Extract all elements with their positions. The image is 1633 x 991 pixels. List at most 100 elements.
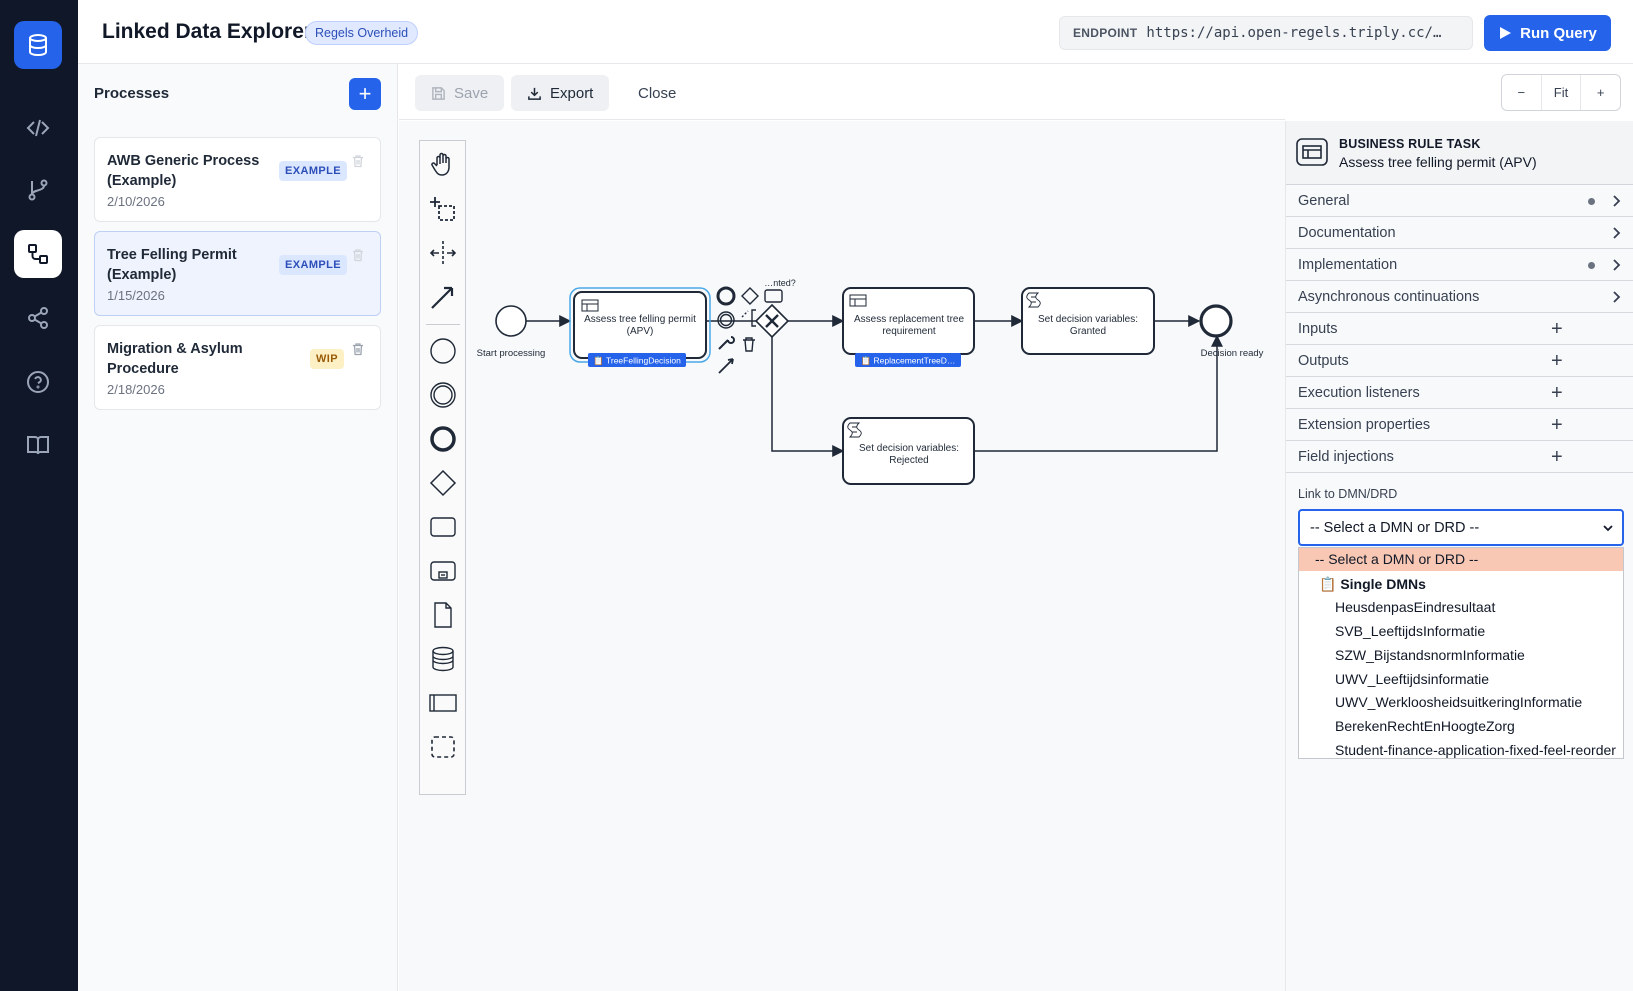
dmn-select[interactable]: -- Select a DMN or DRD -- bbox=[1298, 509, 1624, 546]
process-flow-icon[interactable] bbox=[14, 230, 62, 278]
bpmn-diagram[interactable]: Start processing Assess tree felling per… bbox=[399, 121, 1285, 991]
process-card[interactable]: Tree Felling Permit (Example) EXAMPLE 1/… bbox=[94, 231, 381, 316]
endpoint-url[interactable]: https://api.open-regels.triply.cc/… bbox=[1146, 25, 1442, 41]
data-object-tool-icon[interactable] bbox=[428, 600, 458, 630]
zoom-out-button[interactable]: − bbox=[1502, 75, 1542, 110]
processes-title: Processes bbox=[94, 85, 170, 102]
bpmn-canvas[interactable]: Start processing Assess tree felling per… bbox=[399, 121, 1285, 991]
connect-tool-icon[interactable] bbox=[428, 282, 458, 312]
pool-tool-icon[interactable] bbox=[428, 688, 458, 718]
hand-tool-icon[interactable] bbox=[428, 149, 458, 179]
delete-icon[interactable] bbox=[743, 337, 755, 352]
share-icon[interactable] bbox=[14, 294, 62, 342]
append-end-event-icon[interactable] bbox=[716, 286, 736, 306]
group-tool-icon[interactable] bbox=[428, 732, 458, 762]
code-icon[interactable] bbox=[14, 104, 62, 152]
sidebar-rail bbox=[0, 0, 78, 991]
add-icon[interactable]: + bbox=[1551, 318, 1563, 340]
task-3-label-line: Granted bbox=[1070, 326, 1106, 337]
property-group-label: Outputs bbox=[1298, 353, 1349, 369]
intermediate-event-tool-icon[interactable] bbox=[428, 380, 458, 410]
trash-icon[interactable] bbox=[351, 154, 365, 168]
dmn-link-badge[interactable] bbox=[855, 353, 961, 367]
database-icon[interactable] bbox=[14, 21, 62, 69]
subprocess-tool-icon[interactable] bbox=[428, 556, 458, 586]
property-group-extension-properties[interactable]: Extension properties+ bbox=[1286, 409, 1633, 441]
property-group-label: Field injections bbox=[1298, 449, 1394, 465]
sequence-flows[interactable] bbox=[526, 315, 1223, 457]
append-intermediate-event-icon[interactable] bbox=[717, 311, 735, 329]
properties-panel: BUSINESS RULE TASK Assess tree felling p… bbox=[1285, 121, 1633, 991]
append-task-icon[interactable] bbox=[764, 289, 783, 303]
process-card[interactable]: AWB Generic Process (Example) EXAMPLE 2/… bbox=[94, 137, 381, 222]
close-button[interactable]: Close bbox=[638, 84, 677, 102]
append-gateway-icon[interactable] bbox=[741, 287, 759, 305]
task-tool-icon[interactable] bbox=[428, 512, 458, 542]
download-icon bbox=[528, 87, 541, 100]
save-icon bbox=[432, 86, 445, 100]
start-event-tool-icon[interactable] bbox=[428, 336, 458, 366]
git-branch-icon[interactable] bbox=[14, 166, 62, 214]
app-header: Linked Data Explorer Regels Overheid END… bbox=[78, 0, 1633, 64]
add-process-button[interactable]: + bbox=[349, 78, 381, 110]
properties-header: BUSINESS RULE TASK Assess tree felling p… bbox=[1286, 121, 1633, 185]
property-group-field-injections[interactable]: Field injections + bbox=[1286, 441, 1633, 473]
wrench-icon[interactable] bbox=[718, 336, 735, 350]
dmn-option[interactable]: Student-finance-application-fixed-feel-r… bbox=[1335, 741, 1616, 758]
append-text-annotation-icon[interactable] bbox=[751, 309, 756, 327]
dmn-option[interactable]: SVB_LeeftijdsInformatie bbox=[1335, 623, 1486, 640]
end-event[interactable] bbox=[1199, 304, 1233, 338]
help-icon[interactable] bbox=[14, 358, 62, 406]
trash-icon[interactable] bbox=[351, 248, 365, 262]
zoom-controls: − Fit + bbox=[1501, 74, 1621, 111]
dmn-option[interactable]: UWV_Leeftijdsinformatie bbox=[1335, 670, 1490, 687]
dmn-link-badge[interactable] bbox=[588, 353, 686, 367]
end-event-tool-icon[interactable] bbox=[428, 424, 458, 454]
zoom-in-button[interactable]: + bbox=[1596, 85, 1605, 100]
lasso-tool-icon[interactable] bbox=[428, 194, 458, 224]
chevron-down-icon bbox=[1603, 525, 1613, 532]
property-group-inputs[interactable]: Inputs+ bbox=[1286, 313, 1633, 345]
property-group-execution-listeners[interactable]: Execution listeners+ bbox=[1286, 377, 1633, 409]
property-group-general[interactable]: General bbox=[1286, 185, 1633, 217]
task-3-label-line: Set decision variables: bbox=[1038, 314, 1138, 325]
script-task-rejected[interactable] bbox=[842, 417, 975, 485]
dmn-option[interactable]: BerekenRechtEnHoogteZorg bbox=[1335, 717, 1515, 734]
start-event[interactable] bbox=[495, 305, 527, 337]
process-tag: EXAMPLE bbox=[279, 255, 347, 275]
data-store-tool-icon[interactable] bbox=[428, 644, 458, 674]
export-label: Export bbox=[550, 84, 594, 102]
property-group-asynchronous-continuations[interactable]: Asynchronous continuations bbox=[1286, 281, 1633, 313]
chevron-right-icon bbox=[1613, 291, 1621, 303]
dmn-option[interactable]: SZW_BijstandsnormInformatie bbox=[1335, 646, 1525, 663]
export-button[interactable]: Export bbox=[511, 75, 610, 111]
dmn-option[interactable]: -- Select a DMN or DRD -- bbox=[1299, 548, 1623, 571]
context-pad[interactable] bbox=[716, 286, 783, 374]
property-group-documentation[interactable]: Documentation bbox=[1286, 217, 1633, 249]
dmn-option[interactable]: HeusdenpasEindresultaat bbox=[1335, 599, 1496, 616]
process-card[interactable]: Migration & Asylum Procedure WIP 2/18/20… bbox=[94, 325, 381, 410]
run-query-button[interactable]: Run Query bbox=[1484, 15, 1611, 51]
add-icon[interactable]: + bbox=[1551, 446, 1563, 468]
property-group-outputs[interactable]: Outputs + bbox=[1286, 345, 1633, 377]
gateway-tool-icon[interactable] bbox=[428, 468, 458, 498]
task-3-label: Set decision variables:Granted bbox=[1038, 314, 1138, 337]
gateway-label: …nted? bbox=[764, 278, 796, 288]
add-icon[interactable]: + bbox=[1551, 350, 1563, 372]
property-group-implementation[interactable]: Implementation bbox=[1286, 249, 1633, 281]
connect-arrow-icon[interactable] bbox=[718, 358, 734, 374]
book-icon[interactable] bbox=[14, 421, 62, 469]
has-data-indicator bbox=[1588, 262, 1595, 269]
endpoint-field[interactable]: ENDPOINT https://api.open-regels.triply.… bbox=[1059, 16, 1473, 50]
save-button[interactable]: Save bbox=[415, 75, 505, 111]
dmn-option[interactable]: UWV_WerkloosheidsuitkeringInformatie bbox=[1335, 694, 1583, 711]
script-task-granted[interactable] bbox=[1021, 287, 1155, 355]
space-tool-icon[interactable] bbox=[428, 238, 458, 268]
add-icon[interactable]: + bbox=[1551, 382, 1563, 404]
trash-icon[interactable] bbox=[351, 342, 365, 356]
business-rule-task-1[interactable] bbox=[573, 291, 707, 359]
script-icon bbox=[1026, 292, 1041, 308]
zoom-fit-button[interactable]: Fit bbox=[1542, 75, 1582, 110]
add-icon[interactable]: + bbox=[1551, 414, 1563, 436]
